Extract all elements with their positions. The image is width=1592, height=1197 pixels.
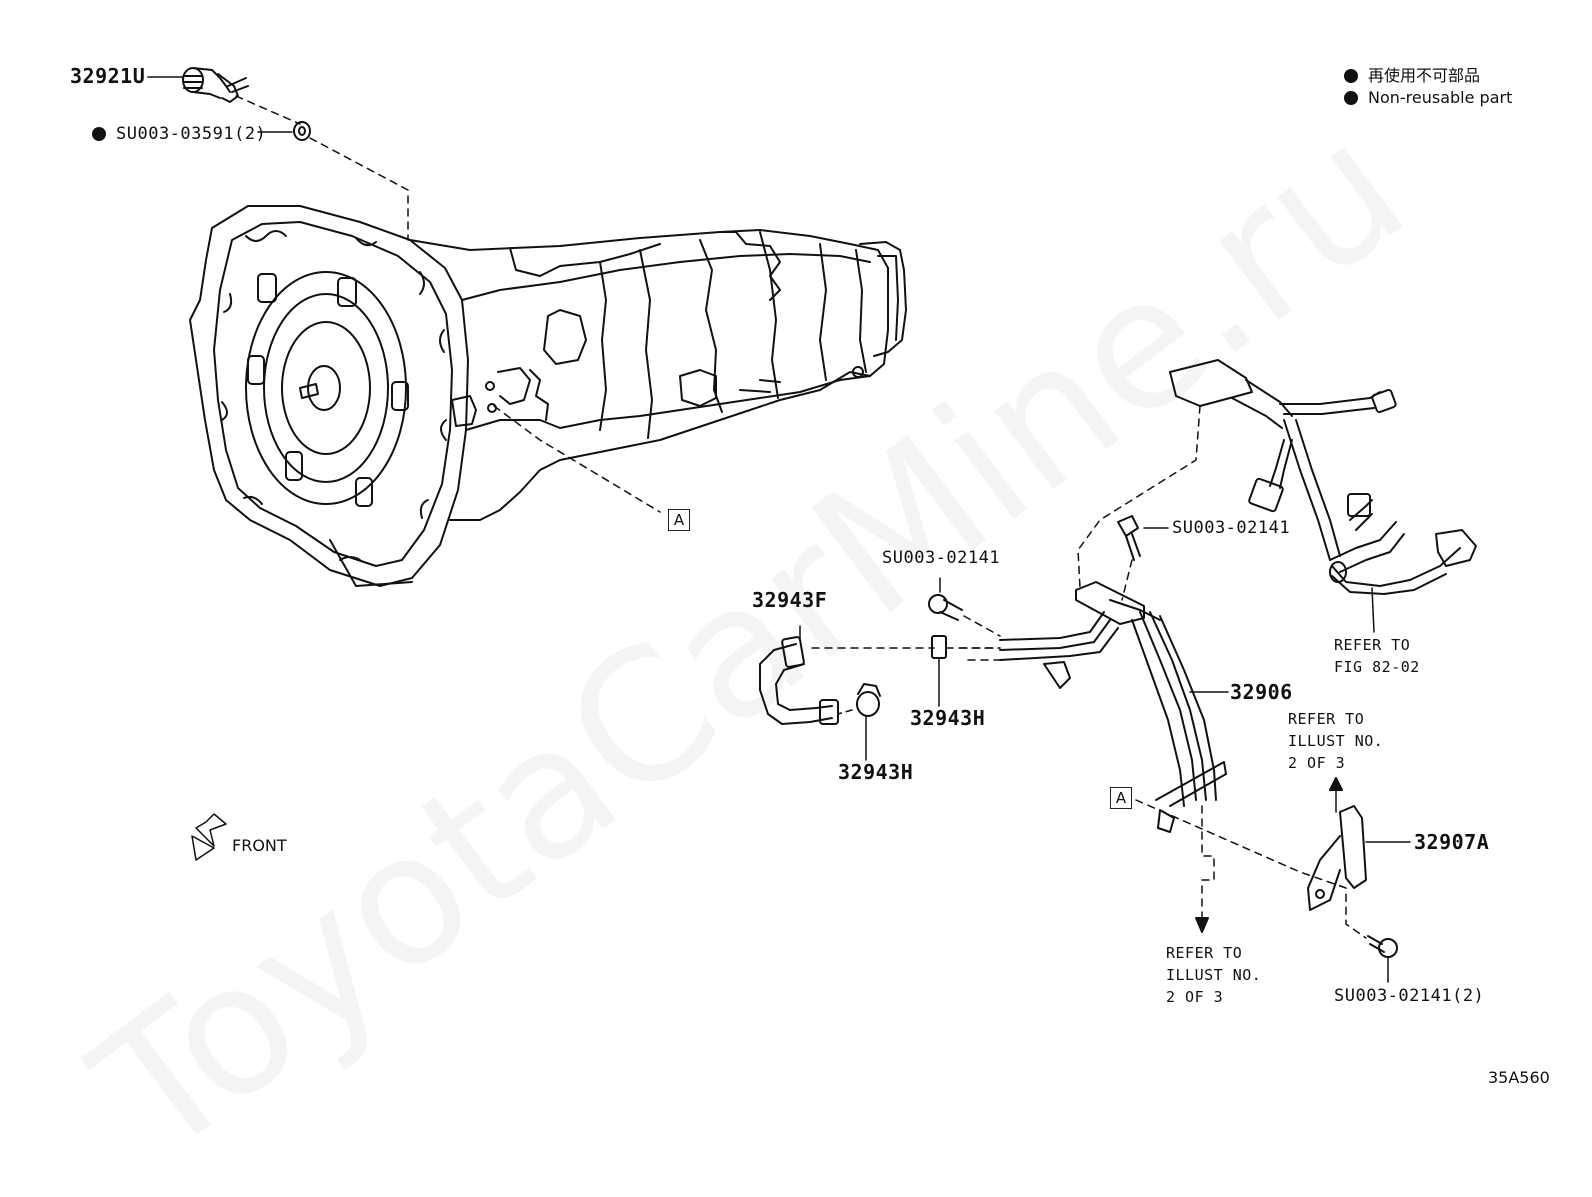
label-32943h-top: 32943H (910, 706, 986, 730)
legend-row-english: Non-reusable part (1344, 88, 1512, 107)
clamp-32943h-top (931, 635, 947, 659)
wire-harness (1169, 359, 1477, 633)
label-32921u: 32921U (70, 64, 146, 88)
clamp-32943h-bottom (856, 683, 881, 717)
label-32943h-bottom: 32943H (838, 760, 914, 784)
reference-box-a-1: A (668, 509, 690, 531)
transmission-assembly (189, 205, 907, 587)
label-32943f: 32943F (752, 588, 828, 612)
label-refer-fig-82-02: REFER TO FIG 82-02 (1334, 636, 1420, 676)
label-32906: 32906 (1230, 680, 1293, 704)
bracket-32907a (1307, 805, 1367, 911)
non-reusable-dot-icon (92, 127, 106, 141)
washer-su003-03591 (293, 121, 311, 141)
bolt-su003-02141-top (1117, 515, 1141, 561)
legend-text-japanese: 再使用不可部品 (1368, 66, 1481, 85)
figure-number: 35A560 (1488, 1068, 1550, 1087)
front-arrow-icon (191, 813, 227, 861)
parts-diagram (147, 67, 1477, 983)
label-su003-03591: SU003-03591(2) (92, 124, 266, 144)
reference-box-a-2: A (1110, 787, 1132, 809)
hose-32943f (759, 636, 839, 725)
bolt-su003-02141-mid (928, 594, 963, 621)
legend-dot-icon (1344, 91, 1358, 105)
oil-cooler-pipes-32906 (999, 581, 1227, 833)
label-front: FRONT (232, 836, 287, 855)
label-32907a: 32907A (1414, 830, 1490, 854)
label-su003-02141-mid: SU003-02141 (882, 548, 1001, 568)
legend-row-japanese: 再使用不可部品 (1344, 62, 1480, 86)
label-refer-illust-bottom: REFER TO ILLUST NO. 2 OF 3 (1166, 944, 1262, 1006)
legend-text-english: Non-reusable part (1368, 88, 1513, 107)
connector-32921u (182, 67, 249, 103)
label-refer-illust-right: REFER TO ILLUST NO. 2 OF 3 (1288, 710, 1384, 772)
legend-dot-icon (1344, 69, 1358, 83)
label-su003-02141-top: SU003-02141 (1172, 518, 1291, 538)
bolt-su003-02141-bottom (1367, 935, 1398, 958)
label-su003-02141-bottom: SU003-02141(2) (1334, 986, 1485, 1006)
label-su003-03591-text: SU003-03591(2) (116, 124, 267, 144)
